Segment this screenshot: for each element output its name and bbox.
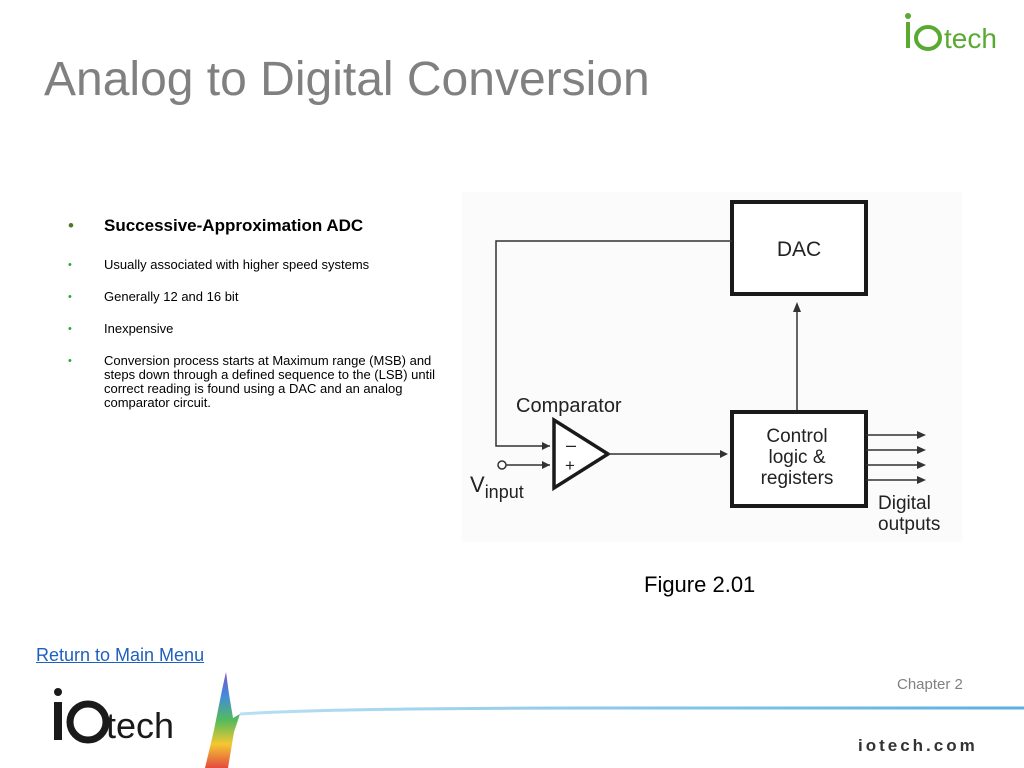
- bullet-dot: •: [68, 355, 72, 367]
- bullet-dot: •: [68, 323, 72, 335]
- control-line2: logic &: [768, 447, 825, 468]
- bullet-item-text: Inexpensive: [104, 321, 174, 336]
- outputs-line2: outputs: [878, 514, 940, 535]
- bullet-item-text: Conversion process starts at Maximum ran…: [104, 353, 435, 410]
- logo-o: [914, 25, 942, 51]
- control-logic-box: [730, 410, 868, 508]
- bullet-dot: •: [68, 216, 74, 235]
- footer-logo-i: [54, 702, 62, 740]
- logo-tech: tech: [944, 23, 997, 54]
- bullet-item: • Inexpensive: [62, 322, 442, 336]
- figure-caption: Figure 2.01: [644, 572, 756, 597]
- bullet-dot: •: [68, 291, 72, 303]
- vinput-v: V: [470, 472, 485, 497]
- arrow-head: [720, 450, 728, 458]
- comparator-plus: +: [565, 456, 575, 475]
- outputs-line1: Digital: [878, 493, 931, 514]
- comparator-label: Comparator: [516, 395, 622, 417]
- chapter-label: Chapter 2: [897, 676, 963, 693]
- slide-title: Analog to Digital Conversion: [44, 53, 650, 106]
- logo-dot: [905, 13, 911, 19]
- arrow-head: [917, 461, 926, 469]
- footer-url: iotech.com: [858, 736, 978, 755]
- vinput-terminal: [497, 460, 507, 470]
- bullet-item: • Conversion process starts at Maximum r…: [62, 354, 442, 410]
- vinput-label: Vinput: [470, 472, 524, 502]
- footer-swoosh-line: [239, 706, 1024, 716]
- feedback-line: [495, 240, 732, 447]
- return-to-main-menu-link[interactable]: Return to Main Menu: [36, 645, 205, 665]
- bullet-item-text: Generally 12 and 16 bit: [104, 289, 239, 304]
- bullet-dot: •: [68, 259, 72, 271]
- comparator-minus: –: [566, 435, 576, 455]
- iotech-logo-top: tech: [905, 13, 997, 54]
- arrow-head: [917, 476, 926, 484]
- footer-spectrum-spike: [205, 672, 240, 768]
- footer-graphic: tech: [54, 672, 1024, 768]
- bullet-main: • Successive-Approximation ADC: [62, 216, 442, 236]
- comparator-triangle: [552, 416, 612, 492]
- footer-logo-tech: tech: [106, 705, 174, 746]
- control-line3: registers: [761, 468, 834, 489]
- arrow-head: [917, 446, 926, 454]
- dac-label: DAC: [777, 238, 821, 261]
- footer-logo-o: [66, 700, 110, 744]
- bullet-main-text: Successive-Approximation ADC: [104, 216, 364, 235]
- control-line1: Control: [766, 426, 827, 447]
- bullet-item: • Generally 12 and 16 bit: [62, 290, 442, 304]
- arrow-head: [542, 461, 550, 469]
- arrow-head: [917, 431, 926, 439]
- figure-background: [462, 192, 962, 542]
- bullet-item-text: Usually associated with higher speed sys…: [104, 257, 370, 272]
- dac-box: [730, 200, 868, 296]
- adc-block-diagram: DAC – + Comparator Vinput Control logic …: [462, 192, 962, 542]
- bullet-list: • Successive-Approximation ADC • Usually…: [62, 216, 442, 428]
- bullet-item: • Usually associated with higher speed s…: [62, 258, 442, 272]
- arrow-head: [542, 442, 550, 450]
- vinput-sub: input: [485, 482, 524, 502]
- arrow-head: [793, 302, 801, 312]
- footer-logo-dot: [54, 688, 62, 696]
